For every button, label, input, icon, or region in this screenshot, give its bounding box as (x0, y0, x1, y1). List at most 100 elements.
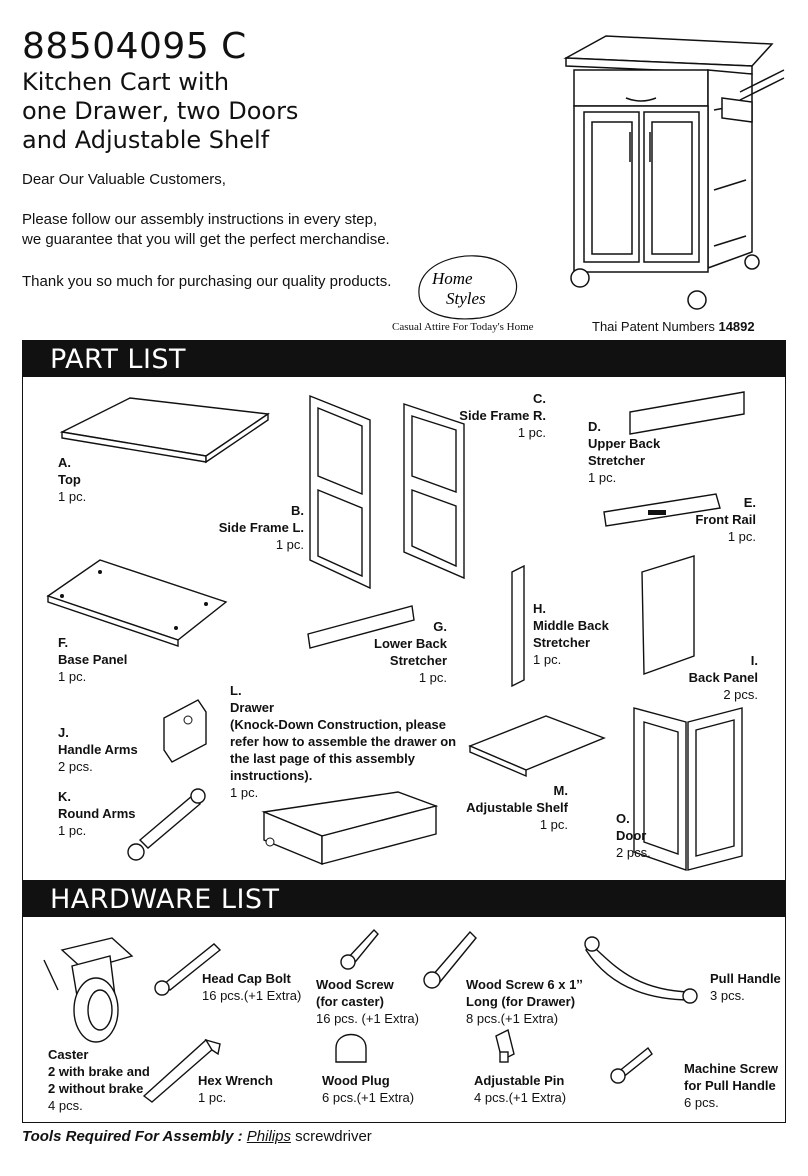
part-qty: 1 pc. (533, 652, 562, 667)
hw-name: Caster (48, 1047, 89, 1062)
hw-head-cap-bolt: Head Cap Bolt 16 pcs.(+1 Extra) (202, 970, 301, 1004)
part-letter: E. (743, 495, 756, 510)
brand-tagline: Casual Attire For Today's Home (392, 321, 534, 333)
part-d: D. Upper Back Stretcher 1 pc. (588, 418, 698, 486)
part-qty: 2 pcs. (616, 845, 651, 860)
part-h: H. Middle Back Stretcher 1 pc. (533, 600, 633, 668)
hardware-list-heading: HARDWARE LIST (50, 884, 280, 915)
part-name: Top (58, 472, 81, 487)
part-qty: 2 pcs. (58, 759, 93, 774)
part-b: B. Side Frame L. 1 pc. (196, 502, 304, 553)
part-qty: 1 pc. (230, 785, 259, 800)
hw-wood-screw-caster: Wood Screw (for caster) 16 pcs. (+1 Extr… (316, 976, 419, 1027)
hw-name: Pull Handle (710, 971, 781, 986)
part-letter: A. (58, 455, 71, 470)
hw-detail: 2 with brake and (48, 1064, 150, 1079)
patent-label: Thai Patent Numbers (592, 319, 715, 334)
hw-qty: 6 pcs.(+1 Extra) (322, 1090, 415, 1105)
part-e: E. Front Rail 1 pc. (660, 494, 756, 545)
hw-qty: 1 pc. (198, 1090, 227, 1105)
hw-name: Wood Screw (316, 977, 394, 992)
part-c: C. Side Frame R. 1 pc. (428, 390, 546, 441)
part-name: Back Panel (688, 670, 758, 685)
part-l: L. Drawer (Knock-Down Construction, plea… (230, 682, 458, 801)
part-i: I. Back Panel 2 pcs. (670, 652, 758, 703)
hw-qty: 16 pcs.(+1 Extra) (202, 988, 302, 1003)
product-title: Kitchen Cart with one Drawer, two Doors … (22, 68, 298, 155)
part-j: J. Handle Arms 2 pcs. (58, 724, 138, 775)
part-list-panel (22, 377, 786, 880)
part-letter: J. (58, 725, 69, 740)
part-letter: L. (230, 683, 242, 698)
thanks: Thank you so much for purchasing our qua… (22, 273, 392, 290)
part-name: Upper Back Stretcher (588, 436, 661, 468)
hw-qty: 4 pcs. (48, 1098, 83, 1113)
message: Please follow our assembly instructions … (22, 210, 390, 250)
title-line: one Drawer, two Doors (22, 97, 299, 125)
hw-qty: 6 pcs. (684, 1095, 719, 1110)
part-k: K. Round Arms 1 pc. (58, 788, 136, 839)
hw-name: Head Cap Bolt (202, 971, 291, 986)
part-g: G. Lower Back Stretcher 1 pc. (340, 618, 447, 686)
patent-info: Thai Patent Numbers 14892 (592, 319, 755, 334)
part-letter: O. (616, 811, 630, 826)
part-letter: C. (533, 391, 546, 406)
part-name: Round Arms (58, 806, 136, 821)
part-list-heading: PART LIST (50, 344, 187, 375)
part-m: M. Adjustable Shelf 1 pc. (450, 782, 568, 833)
hw-name: Hex Wrench (198, 1073, 273, 1088)
hw-name: for Pull Handle (684, 1078, 776, 1093)
part-qty: 1 pc. (58, 669, 87, 684)
part-name: Door (616, 828, 647, 843)
hw-detail: 2 without brake (48, 1081, 144, 1096)
part-name: Side Frame L. (218, 520, 304, 535)
part-name: Adjustable Shelf (466, 800, 568, 815)
tools-label: Tools Required For Assembly : (22, 1128, 243, 1145)
part-name: Drawer (230, 700, 275, 715)
hw-adjustable-pin: Adjustable Pin 4 pcs.(+1 Extra) (474, 1072, 566, 1106)
hw-name: Long (for Drawer) (466, 994, 576, 1009)
hw-caster: Caster 2 with brake and 2 without brake … (48, 1046, 150, 1114)
svg-text:Styles: Styles (446, 289, 486, 308)
hw-pull-handle: Pull Handle 3 pcs. (710, 970, 781, 1004)
hw-qty: 16 pcs. (+1 Extra) (316, 1011, 419, 1026)
hw-name: Machine Screw (684, 1061, 778, 1076)
tool-name: Philips (246, 1128, 291, 1145)
part-qty: 1 pc. (418, 670, 447, 685)
part-qty: 1 pc. (517, 425, 546, 440)
tool-rest: screwdriver (290, 1128, 372, 1145)
part-name: Side Frame R. (459, 408, 546, 423)
part-name: Middle Back Stretcher (533, 618, 609, 650)
part-qty: 1 pc. (58, 489, 87, 504)
brand-logo-icon: Home Styles (418, 255, 518, 320)
hardware-list-panel (22, 917, 786, 1123)
part-a: A. Top 1 pc. (58, 454, 86, 505)
hw-qty: 8 pcs.(+1 Extra) (466, 1011, 559, 1026)
part-note: (Knock-Down Construction, please refer h… (230, 717, 457, 783)
part-letter: F. (58, 635, 69, 650)
part-f: F. Base Panel 1 pc. (58, 634, 127, 685)
hw-qty: 3 pcs. (710, 988, 745, 1003)
part-qty: 2 pcs. (723, 687, 758, 702)
part-letter: H. (533, 601, 546, 616)
hw-name: Adjustable Pin (474, 1073, 565, 1088)
patent-number: 14892 (718, 319, 755, 334)
part-letter: I. (750, 653, 758, 668)
svg-text:Home: Home (431, 269, 473, 288)
hw-name: (for caster) (316, 994, 384, 1009)
model-number: 88504095 C (22, 26, 247, 67)
hardware-list-header: HARDWARE LIST (22, 880, 786, 917)
part-letter: D. (588, 419, 601, 434)
part-qty: 1 pc. (588, 470, 617, 485)
part-qty: 1 pc. (539, 817, 568, 832)
part-qty: 1 pc. (275, 537, 304, 552)
part-name: Lower Back Stretcher (374, 636, 447, 668)
hw-name: Wood Screw 6 x 1ˮ (466, 977, 583, 992)
greeting: Dear Our Valuable Customers, (22, 171, 226, 188)
part-letter: M. (553, 783, 568, 798)
part-letter: B. (291, 503, 304, 518)
message-line: Please follow our assembly instructions … (22, 211, 378, 228)
part-o: O. Door 2 pcs. (616, 810, 651, 861)
part-list-header: PART LIST (22, 340, 786, 377)
hw-name: Wood Plug (322, 1073, 390, 1088)
